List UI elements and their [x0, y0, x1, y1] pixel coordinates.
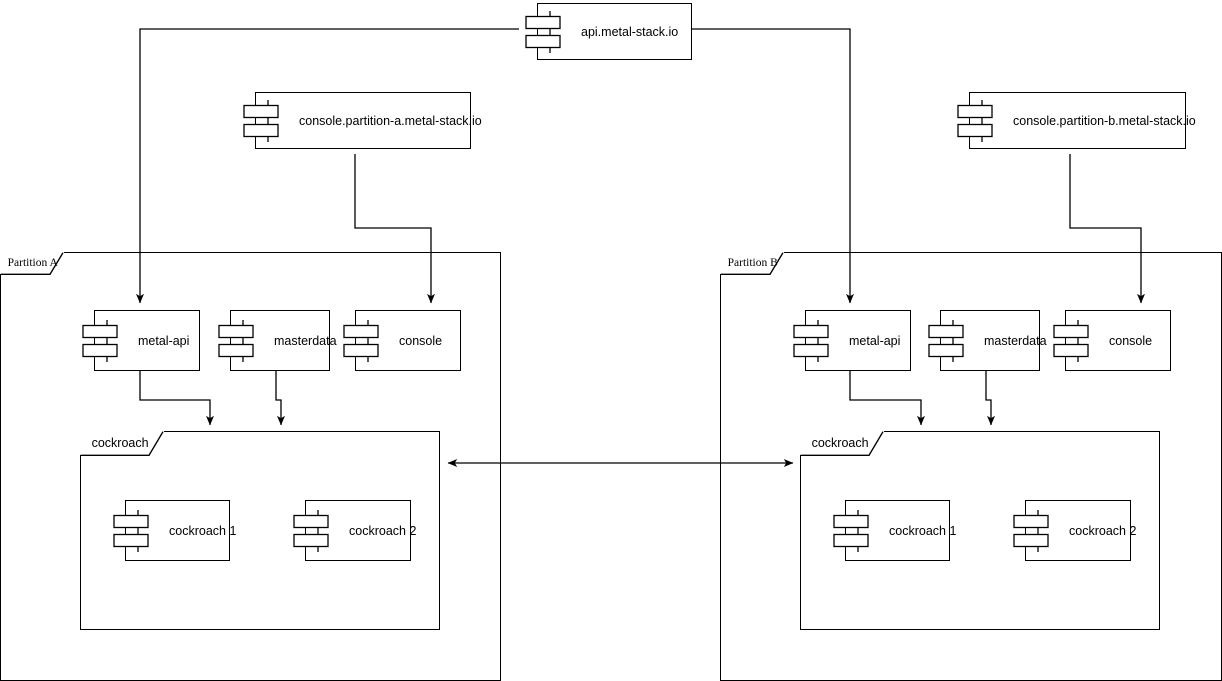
component-cockroach-2-partition-a[interactable]: cockroach 2 [293, 500, 417, 561]
component-label: console [399, 333, 443, 348]
partition-b-tab: Partition B [719, 251, 784, 275]
component-label: api.metal-stack.io [581, 24, 679, 39]
component-frame [230, 310, 330, 371]
component-frame [1025, 500, 1131, 561]
partition-a-tab: Partition A [0, 251, 64, 275]
component-metal-api-partition-b[interactable]: metal-api [793, 310, 911, 371]
cockroach-group-b-tab: cockroach [799, 430, 884, 456]
component-frame [845, 500, 950, 561]
cockroach-group-a-tab: cockroach [79, 430, 164, 456]
component-metal-api-partition-a[interactable]: metal-api [82, 310, 200, 371]
component-cockroach-1-partition-a[interactable]: cockroach 1 [113, 500, 237, 561]
component-frame [355, 310, 461, 371]
component-masterdata-partition-a[interactable]: masterdata [218, 310, 337, 371]
component-masterdata-partition-b[interactable]: masterdata [928, 310, 1047, 371]
component-label: metal-api [138, 333, 190, 348]
partition-b-label: Partition B [727, 256, 778, 269]
component-frame [940, 310, 1040, 371]
component-frame [1065, 310, 1171, 371]
cockroach-group-b-label: cockroach [811, 435, 869, 450]
component-label: console.partition-b.metal-stack.io [1013, 113, 1196, 128]
cockroach-group-a-label: cockroach [91, 435, 149, 450]
component-label: cockroach 1 [169, 523, 237, 538]
component-label: console [1109, 333, 1153, 348]
partition-a-label: Partition A [7, 256, 58, 269]
component-console-partition-b[interactable]: console [1053, 310, 1171, 371]
partition-b-frame[interactable]: Partition B [719, 251, 1222, 681]
component-frame [805, 310, 911, 371]
component-label: masterdata [274, 333, 337, 348]
component-console-host-partition-a[interactable]: console.partition-a.metal-stack.io [243, 92, 482, 149]
component-label: metal-api [849, 333, 901, 348]
component-frame [94, 310, 200, 371]
component-console-partition-a[interactable]: console [343, 310, 461, 371]
component-label: cockroach 2 [349, 523, 417, 538]
component-cockroach-2-partition-b[interactable]: cockroach 2 [1013, 500, 1137, 561]
component-label: cockroach 2 [1069, 523, 1137, 538]
component-label: masterdata [984, 333, 1047, 348]
component-frame [125, 500, 230, 561]
component-frame [305, 500, 411, 561]
component-console-host-partition-b[interactable]: console.partition-b.metal-stack.io [957, 92, 1196, 149]
component-api-gateway[interactable]: api.metal-stack.io [525, 3, 692, 60]
component-frame [969, 92, 1186, 149]
component-frame [255, 92, 471, 149]
component-cockroach-1-partition-b[interactable]: cockroach 1 [833, 500, 957, 561]
component-label: cockroach 1 [889, 523, 957, 538]
component-frame [537, 3, 692, 60]
component-label: console.partition-a.metal-stack.io [299, 113, 482, 128]
